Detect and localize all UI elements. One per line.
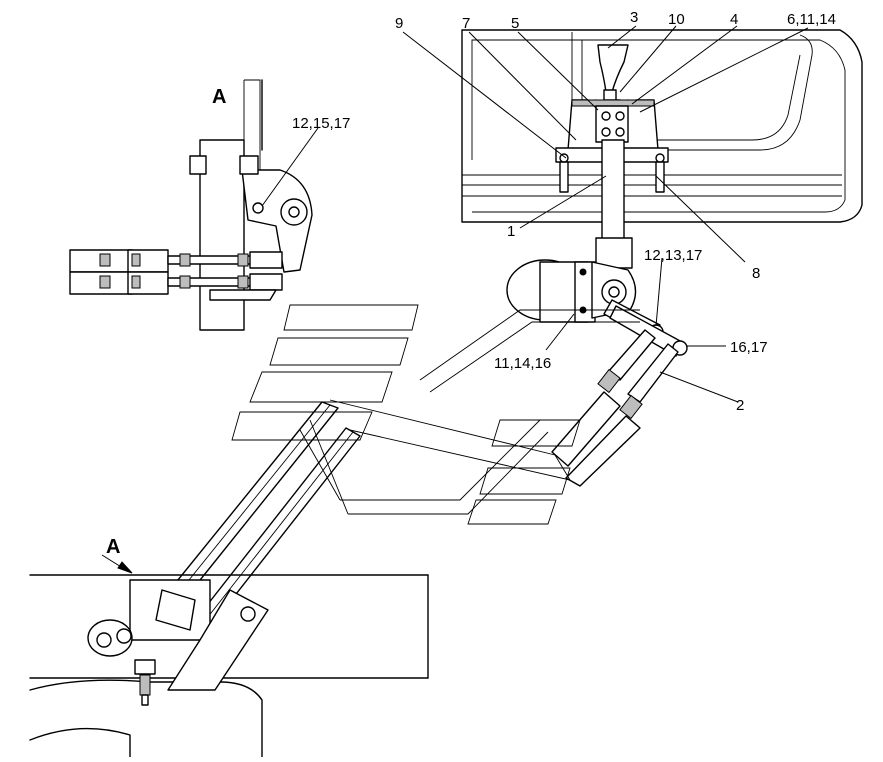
callout-2: 2: [736, 397, 744, 414]
callout-16-17: 16,17: [730, 339, 768, 356]
view-arrow: [117, 561, 133, 574]
callout-12-13-17: 12,13,17: [644, 247, 702, 264]
callout-12-15-17: 12,15,17: [292, 115, 350, 132]
label-view-a: A: [212, 86, 226, 108]
callout-5: 5: [511, 15, 519, 32]
callout-labels: A A 9 7 5 3 10 4 6,11,14 1 8 12,13,17 11…: [106, 9, 836, 558]
long-rods: [151, 399, 571, 641]
detail-view-a: [69, 79, 313, 331]
upper-rods: [551, 329, 679, 487]
callout-8: 8: [752, 265, 760, 282]
callout-11-14-16: 11,14,16: [494, 355, 551, 372]
bell-crank: [506, 259, 688, 357]
callout-7: 7: [462, 15, 470, 32]
gear-lever-mount: [555, 44, 669, 269]
callout-6-11-14: 6,11,14: [787, 11, 836, 28]
callout-10: 10: [668, 11, 685, 28]
phantom-floor: [231, 304, 640, 525]
leader-lines: [101, 25, 809, 571]
callout-4: 4: [730, 11, 738, 28]
cab-floor-outline: [461, 29, 863, 223]
callout-9: 9: [395, 15, 403, 32]
callout-3: 3: [630, 9, 638, 26]
callout-1: 1: [507, 223, 515, 240]
label-arrow-a: A: [106, 536, 120, 558]
frame-bracket: [29, 574, 429, 758]
